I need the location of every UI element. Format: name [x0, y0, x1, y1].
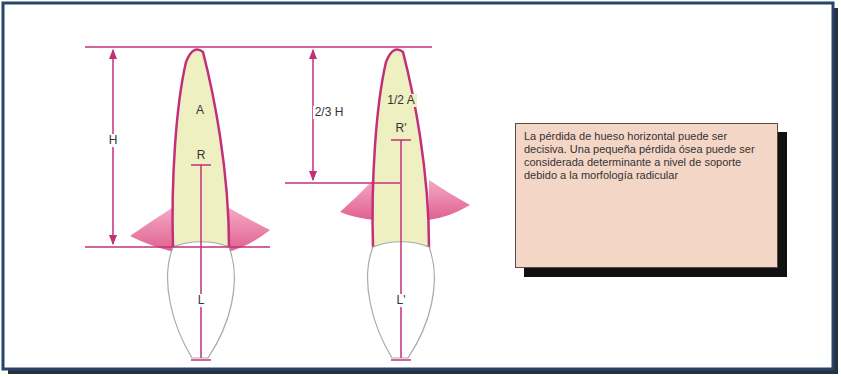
tooth-reduced-support	[340, 50, 470, 360]
L-axis	[400, 140, 402, 358]
dimension-label: R	[195, 149, 208, 162]
dimension-label: 2/3 H	[313, 106, 346, 119]
dimension-label: A	[194, 104, 206, 117]
bone-left	[340, 180, 374, 220]
tooth-full-support	[130, 50, 270, 360]
H-dimension	[112, 50, 114, 244]
bone-level-line	[85, 246, 270, 248]
bone-right	[428, 180, 470, 220]
dimension-label: L'	[395, 294, 408, 307]
apex-line	[85, 46, 432, 48]
L-tick	[391, 359, 411, 361]
R-tick	[391, 139, 411, 141]
callout-text: La pérdida de hueso horizontal puede ser…	[516, 124, 777, 188]
bone-left	[130, 208, 174, 252]
dimension-label: R'	[394, 122, 409, 135]
R-tick	[191, 164, 211, 166]
dimension-label: H	[107, 134, 120, 147]
bone-level-line	[285, 182, 400, 184]
frame	[3, 3, 833, 369]
callout-box: La pérdida de hueso horizontal puede ser…	[515, 123, 778, 268]
L-tick	[191, 359, 211, 361]
L-axis	[200, 165, 202, 358]
dimension-label: L	[196, 294, 207, 307]
dimension-label: 1/2 A	[385, 94, 416, 107]
bone-right	[228, 208, 270, 252]
